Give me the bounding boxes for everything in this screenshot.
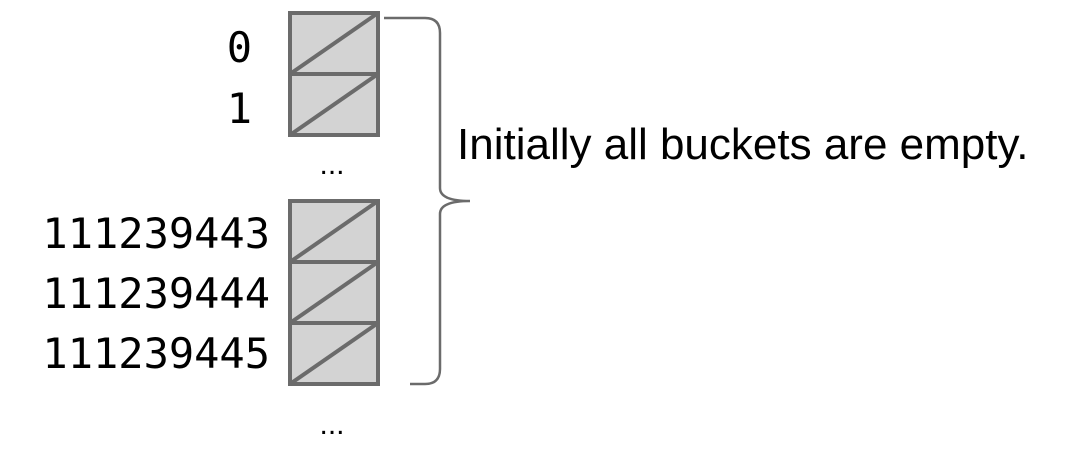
bucket-index-label: 111239443 [42,209,270,258]
curly-brace [384,16,471,386]
empty-bucket [288,72,380,137]
bucket-group-bottom [288,199,380,386]
bucket-index-label: 0 [227,23,252,72]
bucket-index-label: 1 [227,84,252,133]
empty-bucket [288,260,380,325]
caption: Initially all buckets are empty. [457,120,1028,169]
ellipsis: ... [319,408,344,441]
empty-bucket [288,11,380,76]
bucket-index-label: 111239444 [42,269,270,318]
bucket-index-label: 111239445 [42,329,270,378]
empty-bucket [288,199,380,264]
empty-bucket [288,321,380,386]
ellipsis: ... [319,148,344,181]
bucket-group-top [288,11,380,137]
